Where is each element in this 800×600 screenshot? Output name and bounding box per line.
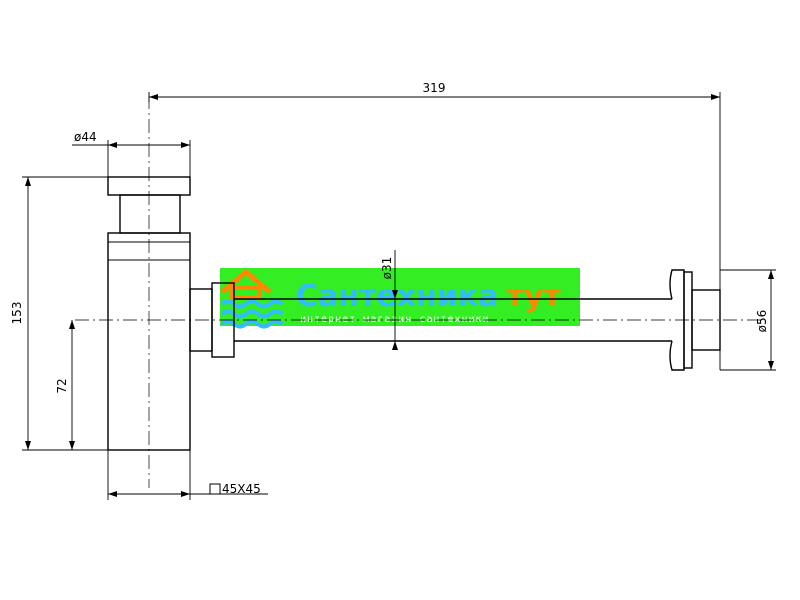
watermark-background (220, 268, 580, 326)
outlet-collar (211, 282, 235, 358)
dimension-body-section: 45X45 (107, 450, 268, 500)
waves-icon (220, 299, 284, 329)
height-label: 153 (10, 302, 24, 325)
outlet-diameter-label: ø56 (755, 310, 769, 333)
top-diameter-label: ø44 (74, 130, 97, 144)
siphon-body (107, 176, 235, 451)
length-label: 319 (423, 81, 446, 95)
watermark-title-accent: тут (506, 279, 561, 314)
dimension-overall-height: 153 (10, 176, 108, 451)
dimension-overall-length: 319 (148, 81, 721, 270)
dimension-outlet-height: 72 (55, 320, 75, 450)
wall-flange (669, 269, 721, 371)
horizontal-pipe (234, 298, 672, 342)
house-icon (220, 268, 272, 300)
watermark-subtitle: интернет магазин сантехники (300, 314, 490, 325)
outlet-height-label: 72 (55, 378, 69, 393)
dimension-outlet-diameter: ø56 (720, 269, 776, 371)
square-section-icon (209, 483, 221, 495)
dimension-top-diameter: ø44 (72, 130, 191, 177)
dimension-pipe-diameter: ø31 (380, 250, 398, 350)
body-section-label: 45X45 (222, 482, 261, 496)
pipe-diameter-label: ø31 (380, 257, 394, 280)
neck (119, 194, 181, 234)
watermark-title-main: Сантехника (296, 279, 498, 314)
